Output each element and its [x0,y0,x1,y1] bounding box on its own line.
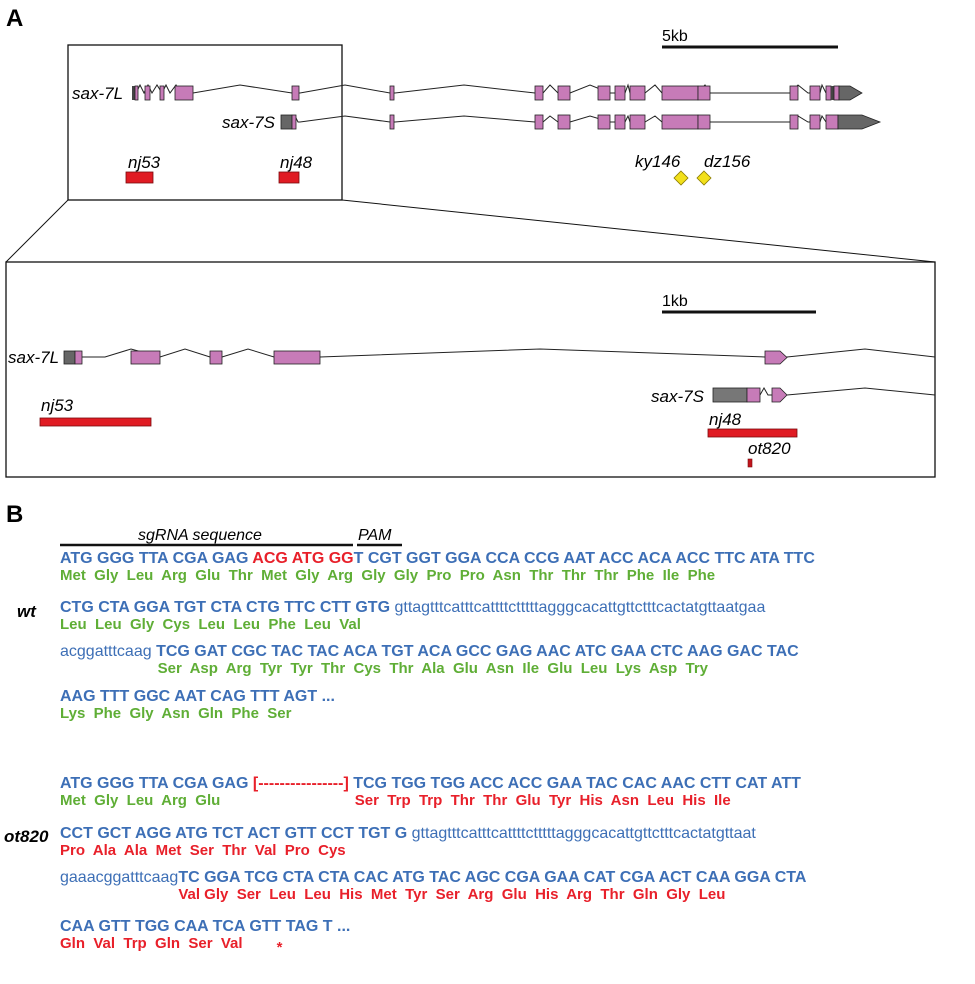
wt-dna-line-segment: ATG GGG TTA CGA GAG [60,550,252,567]
wt-dna-line: AAG TTT GGC AAT CAG TTT AGT ... [60,688,335,705]
zoom-line-left [5,199,69,263]
allele-label-nj53: nj53 [128,153,161,172]
ot820-dna-line-segment: TCG TGG TGG ACC ACC GAA TAC CAC AAC CTT … [349,775,801,792]
panel-a-letter: A [6,5,23,32]
gene-model-sax-7l: sax-7L [72,83,863,103]
allele-label-nj48-zoom: nj48 [709,410,742,429]
allele-nj48-top: nj48 [278,153,313,184]
panel-b-letter: B [6,501,23,528]
allele-label-dz156: dz156 [704,152,751,171]
allele-label-ot820: ot820 [748,439,791,458]
allele-label-ky146: ky146 [635,152,681,171]
wt-label: wt [17,602,37,621]
wt-dna-line: CTG CTA GGA TGT CTA CTG TTC CTT GTG gtta… [60,599,765,616]
allele-nj53-top: nj53 [125,153,161,184]
allele-ky146: ky146 [635,152,689,186]
ot820-protein-line: Met Gly Leu Arg Glu [60,792,220,809]
gene-model-sax-7s: sax-7S [222,113,882,132]
ot820-protein-line-frameshift: Ser Trp Trp Thr Thr Glu Tyr His Asn Leu … [355,792,731,809]
ot820-dna-line-segment: CCT GCT AGG ATG TCT ACT GTT CCT TGT G [60,825,412,842]
zoom-box [5,261,936,478]
gene-label-sax-7s: sax-7S [222,113,276,132]
inset-box [67,44,343,201]
ot820-dna-line-segment: CAA GTT TGG CAA TCA GTT TAG T ... [60,918,350,935]
allele-nj53-zoom: nj53 [39,396,152,427]
gene-model-sax-7l-zoom: sax-7L [8,348,936,367]
allele-nj48-zoom: nj48 [707,410,798,438]
sgrna-label: sgRNA sequence [138,527,262,544]
scale-label-1kb: 1kb [662,293,688,310]
sgrna-bar: sgRNA sequence [60,527,353,547]
ot820-protein-line: Val Gly Ser Leu Leu His Met Tyr Ser Arg … [178,886,725,903]
gene-model-sax-7s-zoom: sax-7S [651,386,936,406]
wt-dna-line-segment: AAG TTT GGC AAT CAG TTT AGT ... [60,688,335,705]
ot820-protein-line: Pro Ala Ala Met Ser Thr Val Pro Cys [60,842,346,859]
wt-dna-line-segment: T CGT GGT GGA CCA CCG AAT ACC ACA ACC TT… [354,550,816,567]
allele-ot820-zoom: ot820 [747,439,791,468]
sequence-alignment: ATG GGG TTA CGA GAG ACG ATG GGT CGT GGT … [60,550,815,956]
gene-label-sax-7s-zoom: sax-7S [651,387,705,406]
ot820-dna-line: CCT GCT AGG ATG TCT ACT GTT CCT TGT G gt… [60,825,756,842]
wt-protein-line: Lys Phe Gly Asn Gln Phe Ser [60,705,292,722]
ot820-dna-line: ATG GGG TTA CGA GAG [----------------] T… [60,775,801,792]
gene-label-sax-7l-zoom: sax-7L [8,348,59,367]
allele-dz156: dz156 [696,152,751,186]
ot820-dna-line-segment: gttagtttcatttcattttctttttagggcacattgttct… [412,825,757,842]
scale-bar-1kb: 1kb [662,293,816,314]
ot820-dna-line-segment: ATG GGG TTA CGA GAG [60,775,253,792]
wt-dna-line-segment: TCG GAT CGC TAC TAC ACA TGT ACA GCC GAG … [152,643,799,660]
wt-protein-line: Met Gly Leu Arg Glu Thr Met Gly Arg Gly … [60,567,715,584]
ot820-dna-line: gaaacggatttcaagTC GGA TCG CTA CTA CAC AT… [60,869,807,886]
scale-bar-5kb: 5kb [662,28,838,49]
ot820-dna-line-segment: [----------------] [253,775,349,792]
ot820-dna-line: CAA GTT TGG CAA TCA GTT TAG T ... [60,918,350,935]
wt-dna-line-segment: ACG ATG GG [252,550,353,567]
ot820-protein-line: Gln Val Trp Gln Ser Val [60,935,243,952]
wt-dna-line-segment: gttagtttcatttcattttctttttagggcacattgttct… [394,599,765,616]
ot820-label: ot820 [4,827,49,846]
gene-label-sax-7l: sax-7L [72,84,123,103]
wt-dna-line-segment: CTG CTA GGA TGT CTA CTG TTC CTT GTG [60,599,394,616]
allele-label-nj53-zoom: nj53 [41,396,74,415]
zoom-line-right [341,199,936,263]
wt-dna-line-segment: acggatttcaag [60,643,152,660]
wt-protein-line: Leu Leu Gly Cys Leu Leu Phe Leu Val [60,616,361,633]
wt-dna-line: acggatttcaag TCG GAT CGC TAC TAC ACA TGT… [60,643,799,660]
scale-label-5kb: 5kb [662,28,688,45]
ot820-dna-line-segment: TC GGA TCG CTA CTA CAC ATG TAC AGC CGA G… [178,869,807,886]
pam-label: PAM [358,527,392,544]
allele-label-nj48: nj48 [280,153,313,172]
pam-bar: PAM [357,527,402,547]
wt-protein-line: Ser Asp Arg Tyr Tyr Thr Cys Thr Ala Glu … [158,660,709,677]
wt-dna-line: ATG GGG TTA CGA GAG ACG ATG GGT CGT GGT … [60,550,815,567]
stop-codon-star: * [277,939,283,956]
ot820-dna-line-segment: gaaacggatttcaag [60,869,178,886]
